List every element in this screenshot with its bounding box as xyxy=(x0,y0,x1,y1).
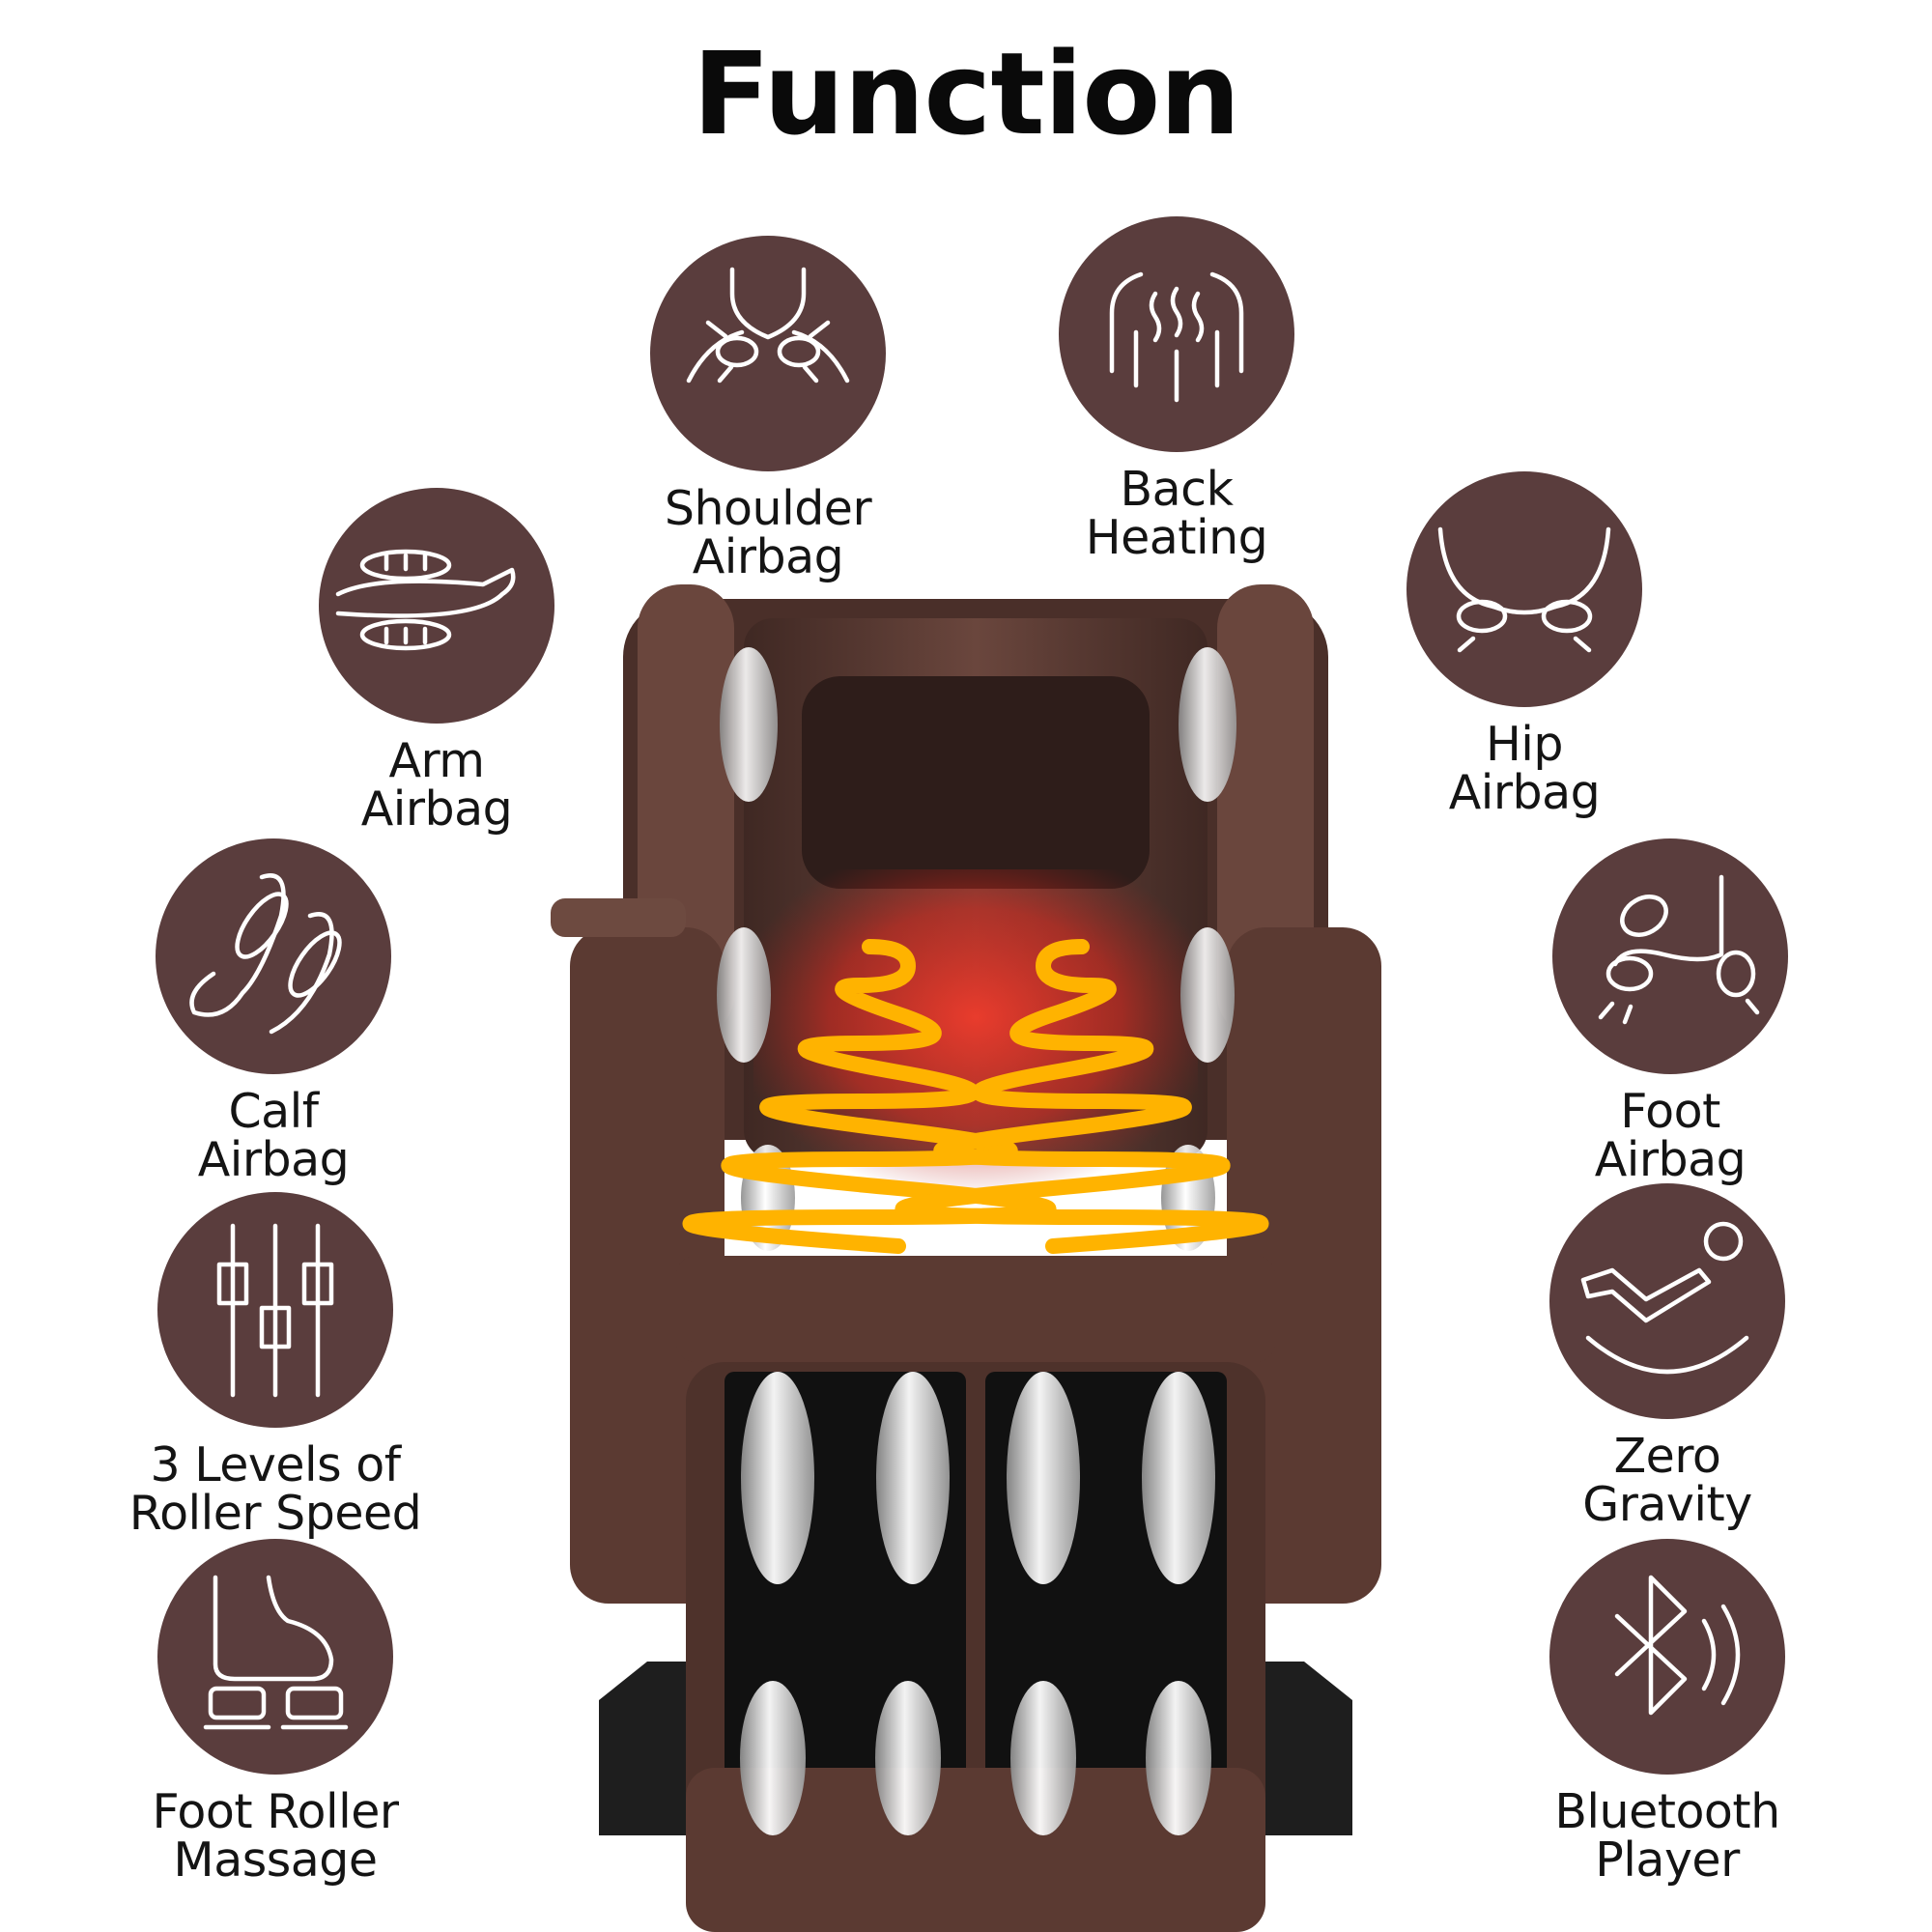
feature-label-line: Airbag xyxy=(1448,765,1601,820)
feature-label-line: Player xyxy=(1595,1833,1740,1888)
feature-label-line: 3 Levels of xyxy=(150,1437,401,1492)
foot-roller-icon xyxy=(157,1539,393,1775)
feature-hip-airbag: Hip Airbag xyxy=(1360,471,1689,817)
feature-foot-airbag: Foot Airbag xyxy=(1506,838,1834,1184)
feature-label-line: Zero xyxy=(1613,1429,1721,1484)
arm-airbag-icon xyxy=(319,488,554,724)
page-title: Function xyxy=(692,27,1241,160)
feature-label-line: Airbag xyxy=(1594,1132,1747,1187)
calf-airbag-icon xyxy=(156,838,391,1074)
feature-label-line: Gravity xyxy=(1582,1477,1752,1532)
feature-label-line: Back xyxy=(1120,462,1234,517)
feature-label-line: Foot xyxy=(1620,1084,1720,1139)
feature-back-heating: Back Heating xyxy=(1012,216,1341,562)
feature-label-line: Arm xyxy=(388,733,485,788)
feature-label-line: Foot Roller xyxy=(152,1784,399,1839)
feature-label-line: Airbag xyxy=(360,781,513,837)
bluetooth-icon xyxy=(1549,1539,1785,1775)
feature-arm-airbag: Arm Airbag xyxy=(272,488,601,834)
feature-label-line: Airbag xyxy=(197,1132,350,1187)
massage-chair-image xyxy=(551,584,1381,1932)
feature-label-line: Calf xyxy=(228,1084,319,1139)
feature-foot-roller: Foot Roller Massage xyxy=(111,1539,440,1885)
sliders-icon xyxy=(157,1192,393,1428)
feature-label-line: Bluetooth xyxy=(1554,1784,1780,1839)
shoulder-airbag-icon xyxy=(650,236,886,471)
feature-label-line: Heating xyxy=(1085,510,1268,565)
feature-label-line: Hip xyxy=(1485,717,1564,772)
feature-label-line: Airbag xyxy=(692,529,844,584)
feature-label-line: Roller Speed xyxy=(128,1486,422,1541)
feature-roller-speed: 3 Levels of Roller Speed xyxy=(111,1192,440,1538)
foot-airbag-icon xyxy=(1552,838,1788,1074)
feature-label-line: Massage xyxy=(173,1833,378,1888)
hip-airbag-icon xyxy=(1406,471,1642,707)
zero-gravity-icon xyxy=(1549,1183,1785,1419)
feature-shoulder-airbag: Shoulder Airbag xyxy=(604,236,932,582)
feature-label-line: Shoulder xyxy=(664,481,872,536)
feature-calf-airbag: Calf Airbag xyxy=(109,838,438,1184)
feature-zero-gravity: Zero Gravity xyxy=(1503,1183,1832,1529)
feature-bluetooth: Bluetooth Player xyxy=(1503,1539,1832,1885)
back-heating-icon xyxy=(1059,216,1294,452)
